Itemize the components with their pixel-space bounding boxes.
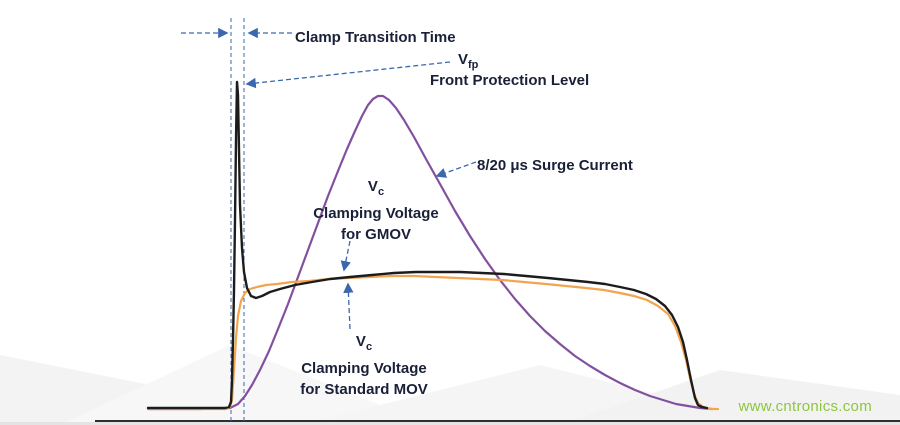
front-protection-label: Front Protection Level (430, 72, 590, 89)
gmov-label-line2: for GMOV (341, 226, 411, 243)
clamp-transition-label: Clamp Transition Time (295, 29, 456, 46)
gmov-clamping-curve (146, 80, 709, 410)
gmov-label-block: Vc Clamping Voltage for GMOV (300, 176, 452, 245)
mov-symbol: V (355, 333, 366, 350)
mov-label-block: Vc Clamping Voltage for Standard MOV (286, 331, 442, 400)
mov-symbol-line: Vc (286, 331, 442, 358)
surge-current-label: 8/20 μs Surge Current (477, 157, 633, 174)
gmov-symbol-line: Vc (300, 176, 452, 203)
surge-current-curve (146, 94, 714, 411)
surge-leader-arrow (435, 161, 477, 178)
vfp-subscript: fp (468, 59, 479, 71)
mov-label-line2: for Standard MOV (300, 381, 428, 398)
gmov-subscript: c (377, 186, 385, 198)
mov-leader-arrow (343, 282, 354, 330)
gmov-label-line1: Clamping Voltage (313, 205, 439, 222)
gmov-symbol: V (367, 178, 378, 195)
mov-clamping-curve (146, 274, 720, 411)
vfp-leader-arrow (245, 61, 451, 89)
site-watermark: www.cntronics.com (738, 398, 872, 415)
gmov-leader-arrow (340, 240, 351, 272)
vfp-symbol-label: Vfp (458, 49, 478, 76)
mov-subscript: c (365, 341, 373, 353)
vfp-symbol: V (458, 51, 469, 68)
mov-label-line1: Clamping Voltage (301, 360, 427, 377)
